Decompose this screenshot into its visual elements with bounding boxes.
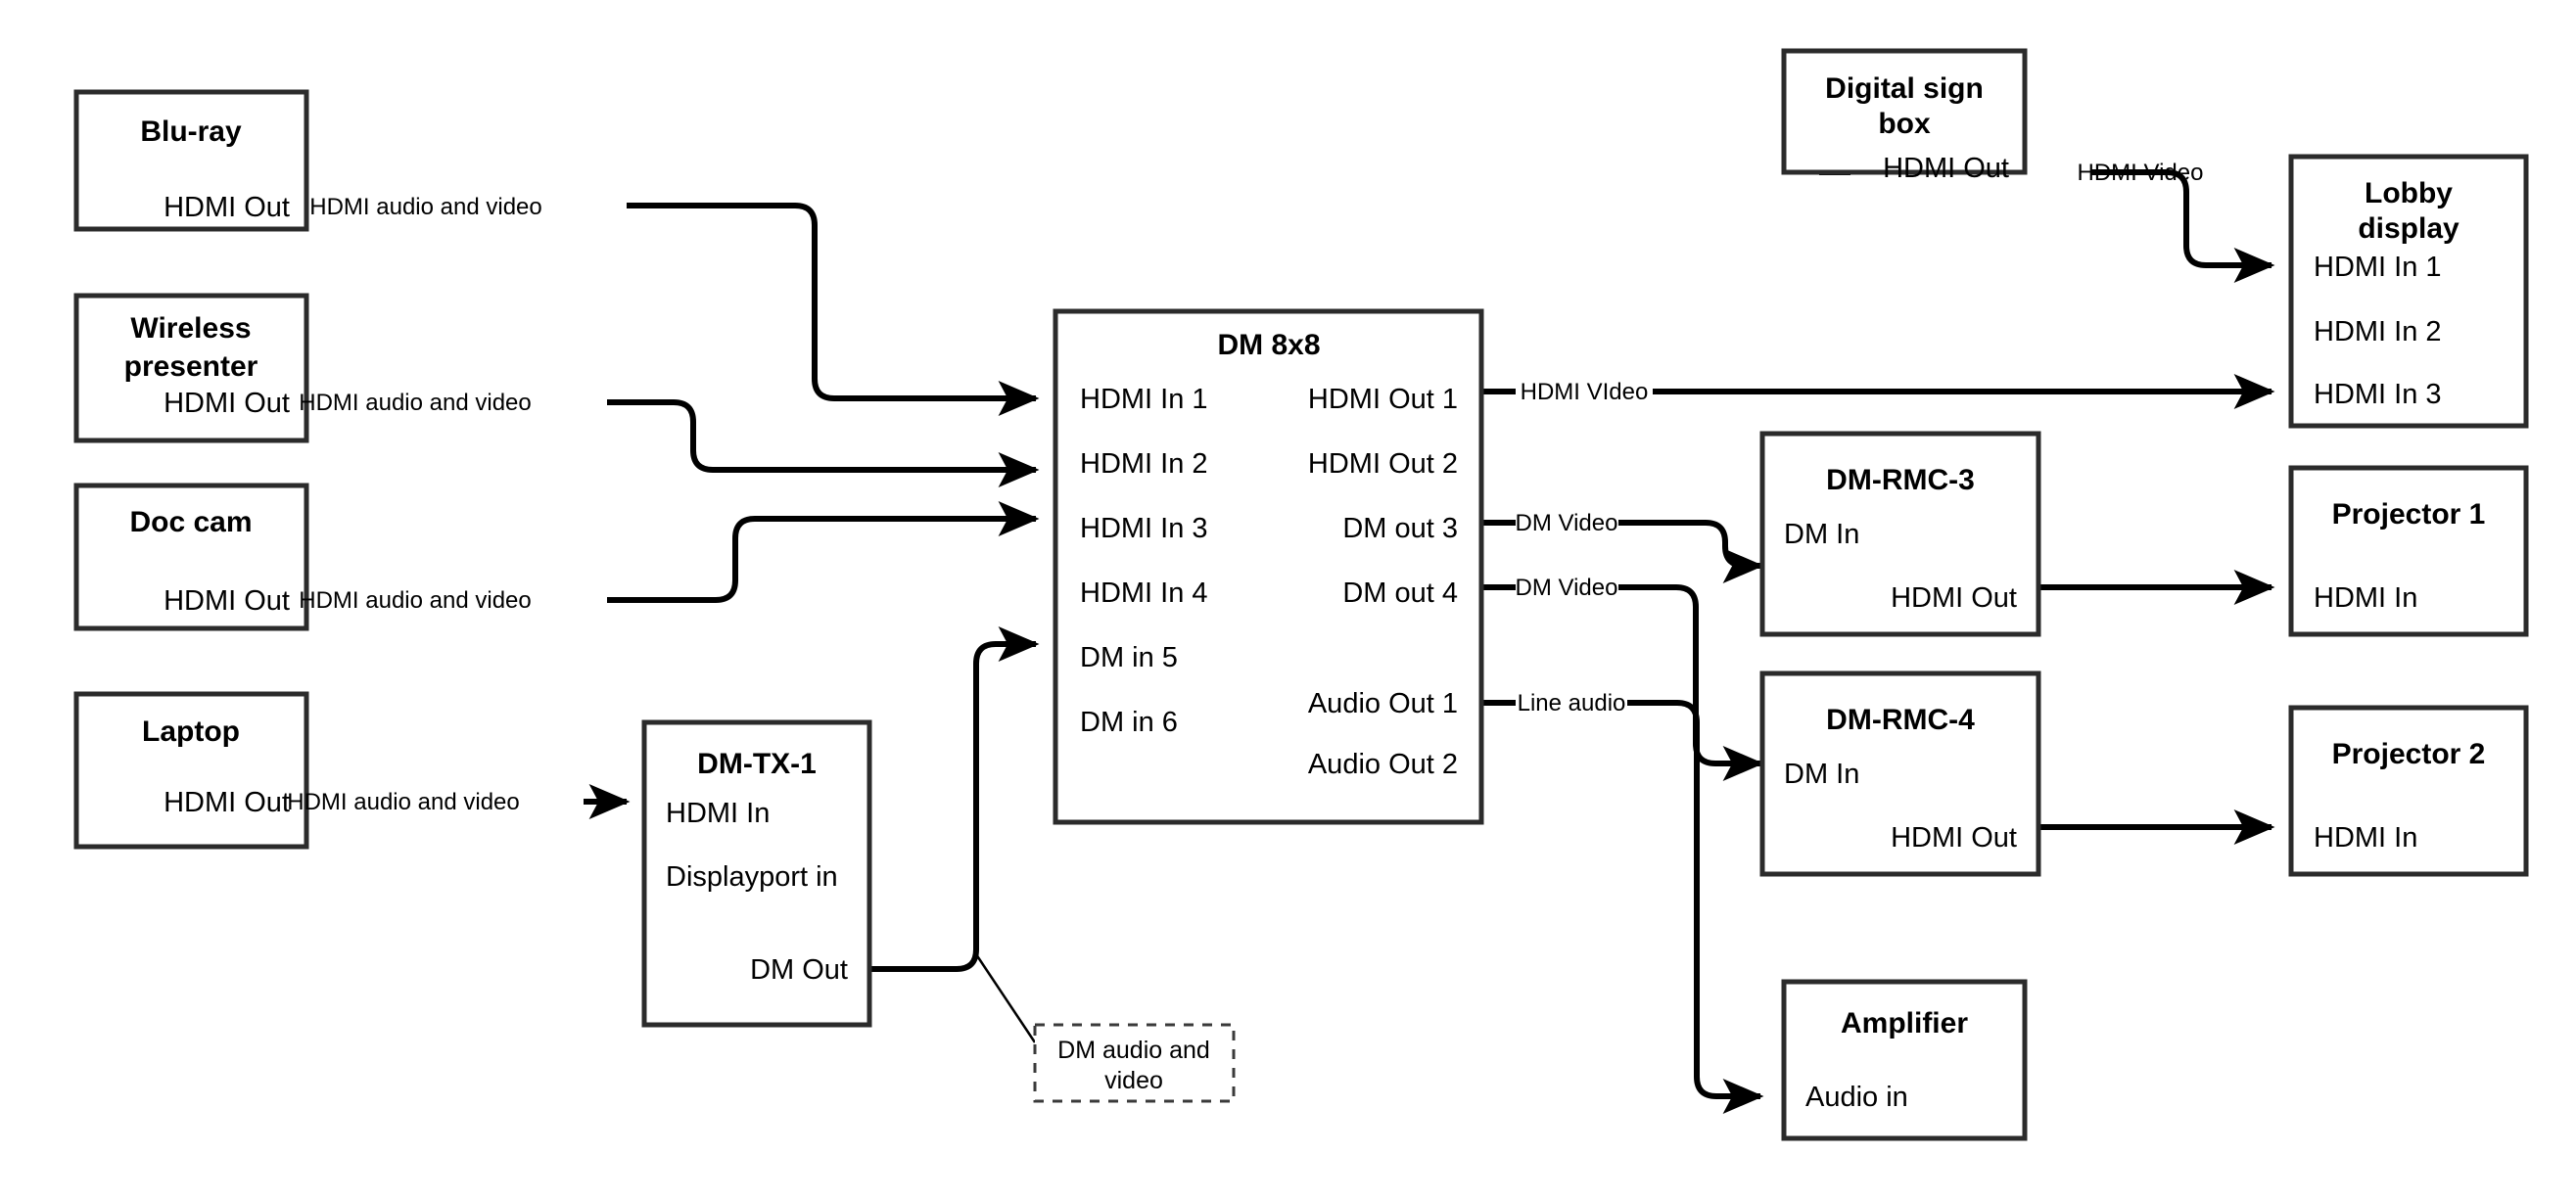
dm-rmc-4-box[interactable]: [1759, 670, 2041, 877]
node-dm-rmc-3[interactable]: DM-RMC-3 DM In HDMI Out: [1759, 431, 2041, 637]
doc-cam-box[interactable]: [73, 483, 309, 631]
wire-dm8x8-dmout3-to-dmrmc3: [1481, 520, 1764, 583]
lobby-display-port-hdmi-in-1: HDMI In 1: [2314, 252, 2442, 283]
node-amplifier[interactable]: Amplifier Audio in: [1781, 979, 2028, 1141]
lobby-display-port-hdmi-in-3: HDMI In 3: [2314, 379, 2442, 410]
projector-1-port-hdmi-in: HDMI In: [2314, 582, 2417, 614]
dm-8x8-port-hdmi-out-1: HDMI Out 1: [1308, 384, 1458, 415]
node-doc-cam[interactable]: Doc cam HDMI Out: [73, 483, 309, 631]
lobby-display-port-hdmi-in-2: HDMI In 2: [2314, 316, 2442, 347]
wire-digitalsign-to-lobby-hdmi-in-1: [1819, 169, 2275, 283]
node-projector-2[interactable]: Projector 2 HDMI In: [2288, 705, 2529, 877]
dm-rmc-4-title: DM-RMC-4: [1826, 704, 1975, 736]
callout-dm-audio-and-video: DM audio and video: [1033, 1023, 1236, 1103]
link-label-doccam-to-in3: HDMI audio and video: [299, 587, 531, 614]
digital-sign-box[interactable]: [1781, 48, 2028, 175]
laptop-box[interactable]: [73, 691, 309, 850]
dm-tx-1-port-hdmi-in: HDMI In: [666, 798, 770, 829]
dm-rmc-3-port-hdmi-out: HDMI Out: [1891, 582, 2017, 614]
dm-8x8-title: DM 8x8: [1217, 329, 1320, 361]
digital-sign-title-line1: Digital sign: [1825, 72, 1984, 105]
dm-8x8-port-hdmi-in-1: HDMI In 1: [1080, 384, 1208, 415]
callout-line-2: video: [1104, 1067, 1163, 1094]
projector-1-box[interactable]: [2288, 465, 2529, 637]
dm-8x8-port-dm-out-3: DM out 3: [1342, 513, 1458, 544]
bluray-title: Blu-ray: [140, 115, 242, 148]
dm-rmc-4-port-hdmi-out: HDMI Out: [1891, 822, 2017, 854]
dm-8x8-port-audio-out-2: Audio Out 2: [1308, 749, 1458, 780]
lobby-display-title-line1: Lobby: [2365, 177, 2453, 209]
node-lobby-display[interactable]: Lobby display HDMI In 1 HDMI In 2 HDMI I…: [2288, 154, 2529, 429]
node-dm-rmc-4[interactable]: DM-RMC-4 DM In HDMI Out: [1759, 670, 2041, 877]
digital-sign-port-hdmi-out: HDMI Out: [1883, 153, 2009, 184]
projector-2-title: Projector 2: [2332, 738, 2486, 770]
dm-8x8-port-hdmi-out-2: HDMI Out 2: [1308, 448, 1458, 480]
link-label-laptop-to-dmtx1: HDMI audio and video: [287, 789, 519, 815]
amplifier-title: Amplifier: [1841, 1007, 1968, 1039]
dm-rmc-3-title: DM-RMC-3: [1826, 464, 1975, 496]
node-projector-1[interactable]: Projector 1 HDMI In: [2288, 465, 2529, 637]
dm-rmc-3-box[interactable]: [1759, 431, 2041, 637]
amplifier-port-audio-in: Audio in: [1805, 1082, 1908, 1113]
dm-tx-1-port-displayport-in: Displayport in: [666, 861, 838, 893]
lobby-display-box[interactable]: [2288, 154, 2529, 429]
wireless-presenter-box[interactable]: [73, 293, 309, 443]
dm-8x8-port-dm-out-4: DM out 4: [1342, 577, 1458, 609]
dm-8x8-port-hdmi-in-4: HDMI In 4: [1080, 577, 1208, 609]
wire-dm8x8-dmout4-to-dmrmc4: [1481, 584, 1764, 781]
node-dm-tx-1[interactable]: DM-TX-1 HDMI In Displayport in DM Out: [641, 719, 872, 1028]
link-label-wireless-to-in2: HDMI audio and video: [299, 390, 531, 416]
doc-cam-port-hdmi-out: HDMI Out: [164, 585, 290, 617]
node-digital-sign-box[interactable]: Digital sign box HDMI Out: [1781, 48, 2028, 184]
projector-2-box[interactable]: [2288, 705, 2529, 877]
link-label-bluray-to-in1: HDMI audio and video: [309, 194, 541, 220]
projector-2-port-hdmi-in: HDMI In: [2314, 822, 2417, 854]
callout-leader-line: [974, 953, 1037, 1043]
dm-8x8-port-dm-in-5: DM in 5: [1080, 642, 1178, 673]
link-label-hdmiout1-to-lobby3: HDMI VIdeo: [1521, 379, 1649, 405]
wire-bluray-to-dm8x8-hdmi-in-1: [189, 203, 1040, 416]
node-laptop[interactable]: Laptop HDMI Out: [73, 691, 309, 850]
dm-8x8-port-hdmi-in-3: HDMI In 3: [1080, 513, 1208, 544]
amplifier-box[interactable]: [1781, 979, 2028, 1141]
digital-sign-title-line2: box: [1878, 108, 1931, 140]
dm-8x8-box[interactable]: [1053, 308, 1484, 825]
laptop-title: Laptop: [142, 716, 240, 748]
dm-tx-1-port-dm-out: DM Out: [750, 954, 848, 986]
dm-tx-1-title: DM-TX-1: [697, 748, 817, 780]
node-dm-8x8[interactable]: DM 8x8 HDMI In 1 HDMI In 2 HDMI In 3 HDM…: [1053, 308, 1484, 825]
lobby-display-title-line2: display: [2358, 212, 2459, 245]
link-label-sign-to-lobby1: HDMI Video: [2078, 160, 2204, 186]
callout-line-1: DM audio and: [1057, 1037, 1210, 1064]
dm-8x8-port-hdmi-in-2: HDMI In 2: [1080, 448, 1208, 480]
bluray-port-hdmi-out: HDMI Out: [164, 192, 290, 223]
wireless-presenter-title-line2: presenter: [124, 350, 258, 383]
wire-dm8x8-audioout1-to-amplifier: [1481, 700, 1764, 1114]
laptop-port-hdmi-out: HDMI Out: [164, 787, 290, 818]
callout-box: [1033, 1023, 1236, 1103]
wire-dmtx1-to-dm8x8-dm-in-5: [869, 626, 1040, 972]
node-bluray[interactable]: Blu-ray HDMI Out: [73, 89, 309, 232]
node-wireless-presenter[interactable]: Wireless presenter HDMI Out: [73, 293, 309, 443]
wireless-presenter-port-hdmi-out: HDMI Out: [164, 388, 290, 419]
wireless-presenter-title-line1: Wireless: [130, 312, 251, 345]
dm-rmc-3-port-dm-in: DM In: [1784, 519, 1859, 550]
doc-cam-title: Doc cam: [129, 506, 252, 538]
dm-tx-1-box[interactable]: [641, 719, 872, 1028]
dm-8x8-port-audio-out-1: Audio Out 1: [1308, 688, 1458, 719]
link-label-dmout4-to-rmc4: DM Video: [1516, 575, 1618, 601]
link-label-dmout3-to-rmc3: DM Video: [1516, 510, 1618, 536]
bluray-box[interactable]: [73, 89, 309, 232]
dm-rmc-4-port-dm-in: DM In: [1784, 759, 1859, 790]
projector-1-title: Projector 1: [2332, 498, 2486, 531]
link-label-audioout1-to-amp: Line audio: [1518, 690, 1626, 716]
dm-8x8-port-dm-in-6: DM in 6: [1080, 707, 1178, 738]
